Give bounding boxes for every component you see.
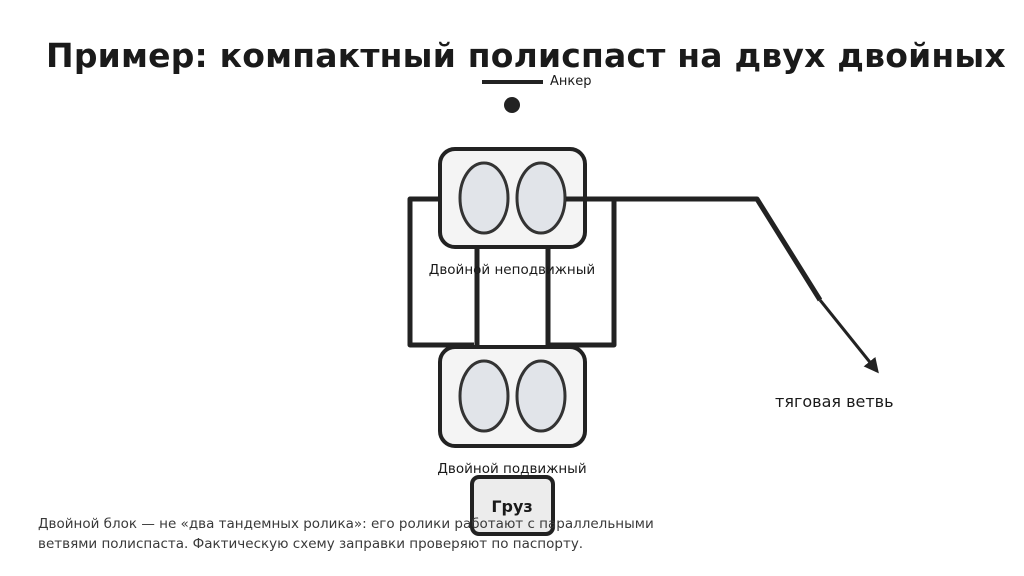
anchor-point bbox=[504, 97, 520, 113]
fixed-block-sheave-left bbox=[458, 161, 510, 235]
rope-left-loop bbox=[407, 196, 474, 348]
moving-block-sheave-left bbox=[458, 359, 510, 433]
anchor-label: Анкер bbox=[550, 74, 592, 89]
moving-block-label: Двойной подвижный bbox=[437, 461, 586, 477]
explanatory-note: Двойной блок — не «два тандемных ролика»… bbox=[38, 516, 654, 552]
pull-direction-arrow bbox=[818, 299, 879, 374]
moving-block-sheave-right bbox=[515, 359, 567, 433]
fixed-block-sheave-right bbox=[515, 161, 567, 235]
load-box bbox=[470, 475, 555, 536]
fixed-block-label: Двойной неподвижный bbox=[429, 262, 595, 278]
page-title: Пример: компактный полиспаст на двух дво… bbox=[46, 36, 1006, 75]
rope-pull-branch bbox=[566, 196, 823, 302]
load-label: Груз bbox=[491, 497, 532, 516]
pull-branch-label: тяговая ветвь bbox=[775, 392, 894, 411]
